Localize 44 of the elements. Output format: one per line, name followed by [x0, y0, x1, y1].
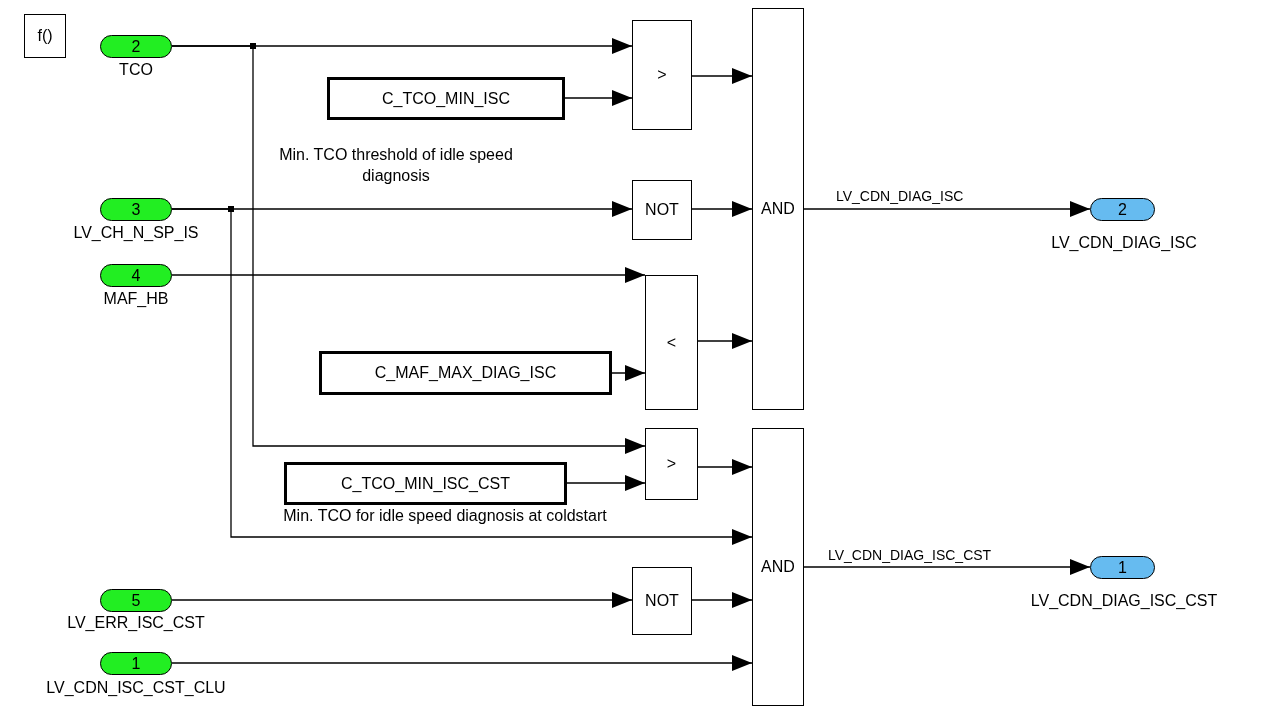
- inport-pill: 5: [100, 589, 172, 612]
- signal-arrow: [803, 201, 1091, 217]
- block-label: LV_CDN_DIAG_ISC: [1050, 233, 1198, 253]
- inport-pill: 1: [100, 652, 172, 675]
- constant-block: C_TCO_MIN_ISC: [327, 77, 565, 120]
- signal-arrow: [171, 592, 633, 608]
- constant-block: C_MAF_MAX_DIAG_ISC: [319, 351, 612, 395]
- signal-arrow: [697, 333, 753, 349]
- block-label: TCO: [118, 60, 154, 80]
- signal-arrow: [691, 68, 753, 84]
- signal-arrow: [611, 365, 646, 381]
- signal-arrow: [803, 559, 1091, 575]
- outport-pill: 1: [1090, 556, 1155, 579]
- signal-arrow: [171, 267, 646, 283]
- block-label: Min. TCO threshold of idle speed diagnosis: [278, 145, 514, 186]
- block-label: LV_CDN_DIAG_ISC_CST: [1029, 591, 1219, 611]
- logic-gate-block: AND: [752, 8, 804, 410]
- signal-arrow: [566, 475, 646, 491]
- signal-arrow: [691, 592, 753, 608]
- logic-gate-block: AND: [752, 428, 804, 706]
- block-label: LV_CH_N_SP_IS: [72, 223, 200, 243]
- operator-block: >: [632, 20, 692, 130]
- function-block: f(): [24, 14, 66, 58]
- edge-label: LV_CDN_DIAG_ISC_CST: [826, 548, 994, 562]
- signal-arrow: [697, 459, 753, 475]
- block-label: Min. TCO for idle speed diagnosis at coldstart: [282, 506, 608, 526]
- block-label: MAF_HB: [102, 289, 170, 309]
- signal-arrow: [691, 201, 753, 217]
- signal-arrow: [564, 90, 633, 106]
- operator-block: <: [645, 275, 698, 410]
- inport-pill: 3: [100, 198, 172, 221]
- edge-label: LV_CDN_DIAG_ISC: [834, 189, 966, 203]
- block-label: LV_ERR_ISC_CST: [66, 613, 206, 633]
- operator-block: >: [645, 428, 698, 500]
- signal-arrow: [171, 45, 646, 454]
- signal-arrow: [171, 208, 753, 545]
- outport-pill: 2: [1090, 198, 1155, 221]
- operator-block: NOT: [632, 180, 692, 240]
- inport-pill: 4: [100, 264, 172, 287]
- signal-arrow: [171, 655, 753, 671]
- block-label: LV_CDN_ISC_CST_CLU: [45, 678, 227, 698]
- constant-block: C_TCO_MIN_ISC_CST: [284, 462, 567, 505]
- inport-pill: 2: [100, 35, 172, 58]
- operator-block: NOT: [632, 567, 692, 635]
